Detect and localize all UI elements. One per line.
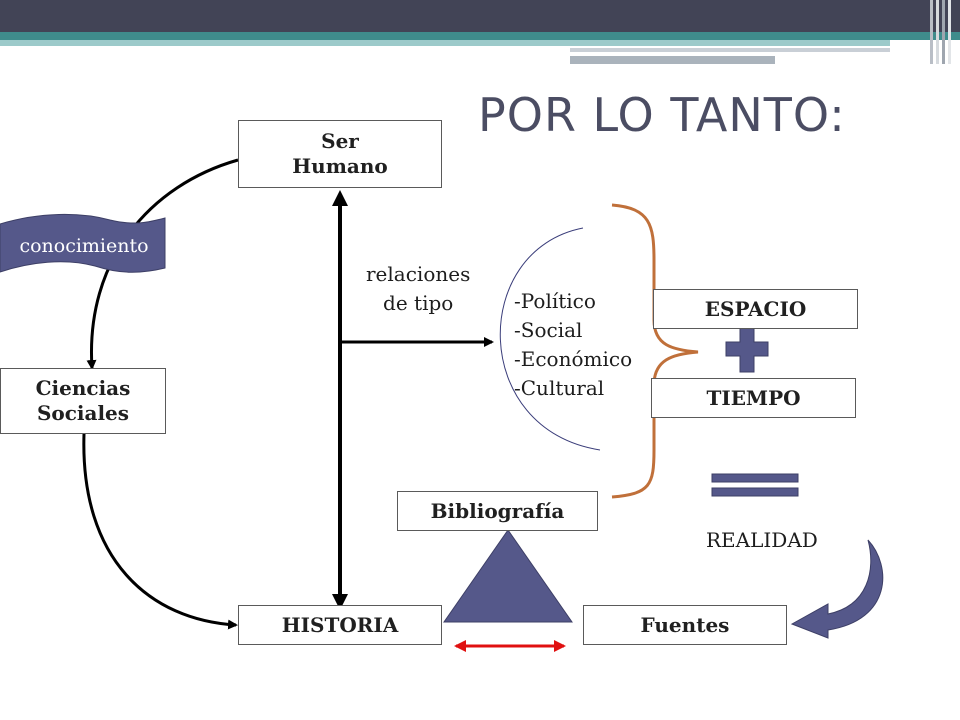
header-grey-stripe <box>570 48 890 52</box>
equals-icon-top <box>711 473 799 483</box>
header-light-teal-stripe <box>0 40 890 46</box>
header-grey-stripe-2 <box>570 56 775 64</box>
types-arc <box>499 227 601 451</box>
header-vertical-stripe <box>930 0 933 64</box>
node-historia: HISTORIA <box>238 605 442 645</box>
node-ser-humano: Ser Humano <box>238 120 442 188</box>
conocimiento-label: conocimiento <box>19 235 149 257</box>
header-teal-stripe <box>0 32 960 40</box>
plus-icon <box>725 325 769 373</box>
triangle-shape <box>443 529 573 623</box>
node-tiempo: TIEMPO <box>651 378 856 418</box>
tipo-cultural: -Cultural <box>514 376 605 400</box>
header-vertical-stripe <box>948 0 951 64</box>
header-vertical-stripe <box>942 0 945 64</box>
node-ciencias-sociales: Ciencias Sociales <box>0 368 166 434</box>
conocimiento-ribbon <box>0 213 166 273</box>
slide-title: POR LO TANTO: <box>478 88 846 142</box>
vertical-arrow-head-top <box>332 190 348 206</box>
node-fuentes: Fuentes <box>583 605 787 645</box>
header-bar <box>0 0 960 32</box>
node-espacio: ESPACIO <box>653 289 858 329</box>
vertical-arrow-head-bottom <box>332 594 348 610</box>
realidad-label: REALIDAD <box>706 528 818 552</box>
equals-icon-bottom <box>711 487 799 497</box>
orange-brace <box>611 203 699 499</box>
curve-ciencias-to-historia <box>82 433 238 630</box>
tipo-social: -Social <box>514 318 583 342</box>
header-vertical-stripe <box>936 0 939 64</box>
node-bibliografia: Bibliografía <box>397 491 598 531</box>
relaciones-label: relaciones de tipo <box>366 262 471 315</box>
tipo-politico: -Político <box>514 289 596 313</box>
tipo-economico: -Económico <box>514 347 633 371</box>
curved-block-arrow <box>790 539 884 639</box>
